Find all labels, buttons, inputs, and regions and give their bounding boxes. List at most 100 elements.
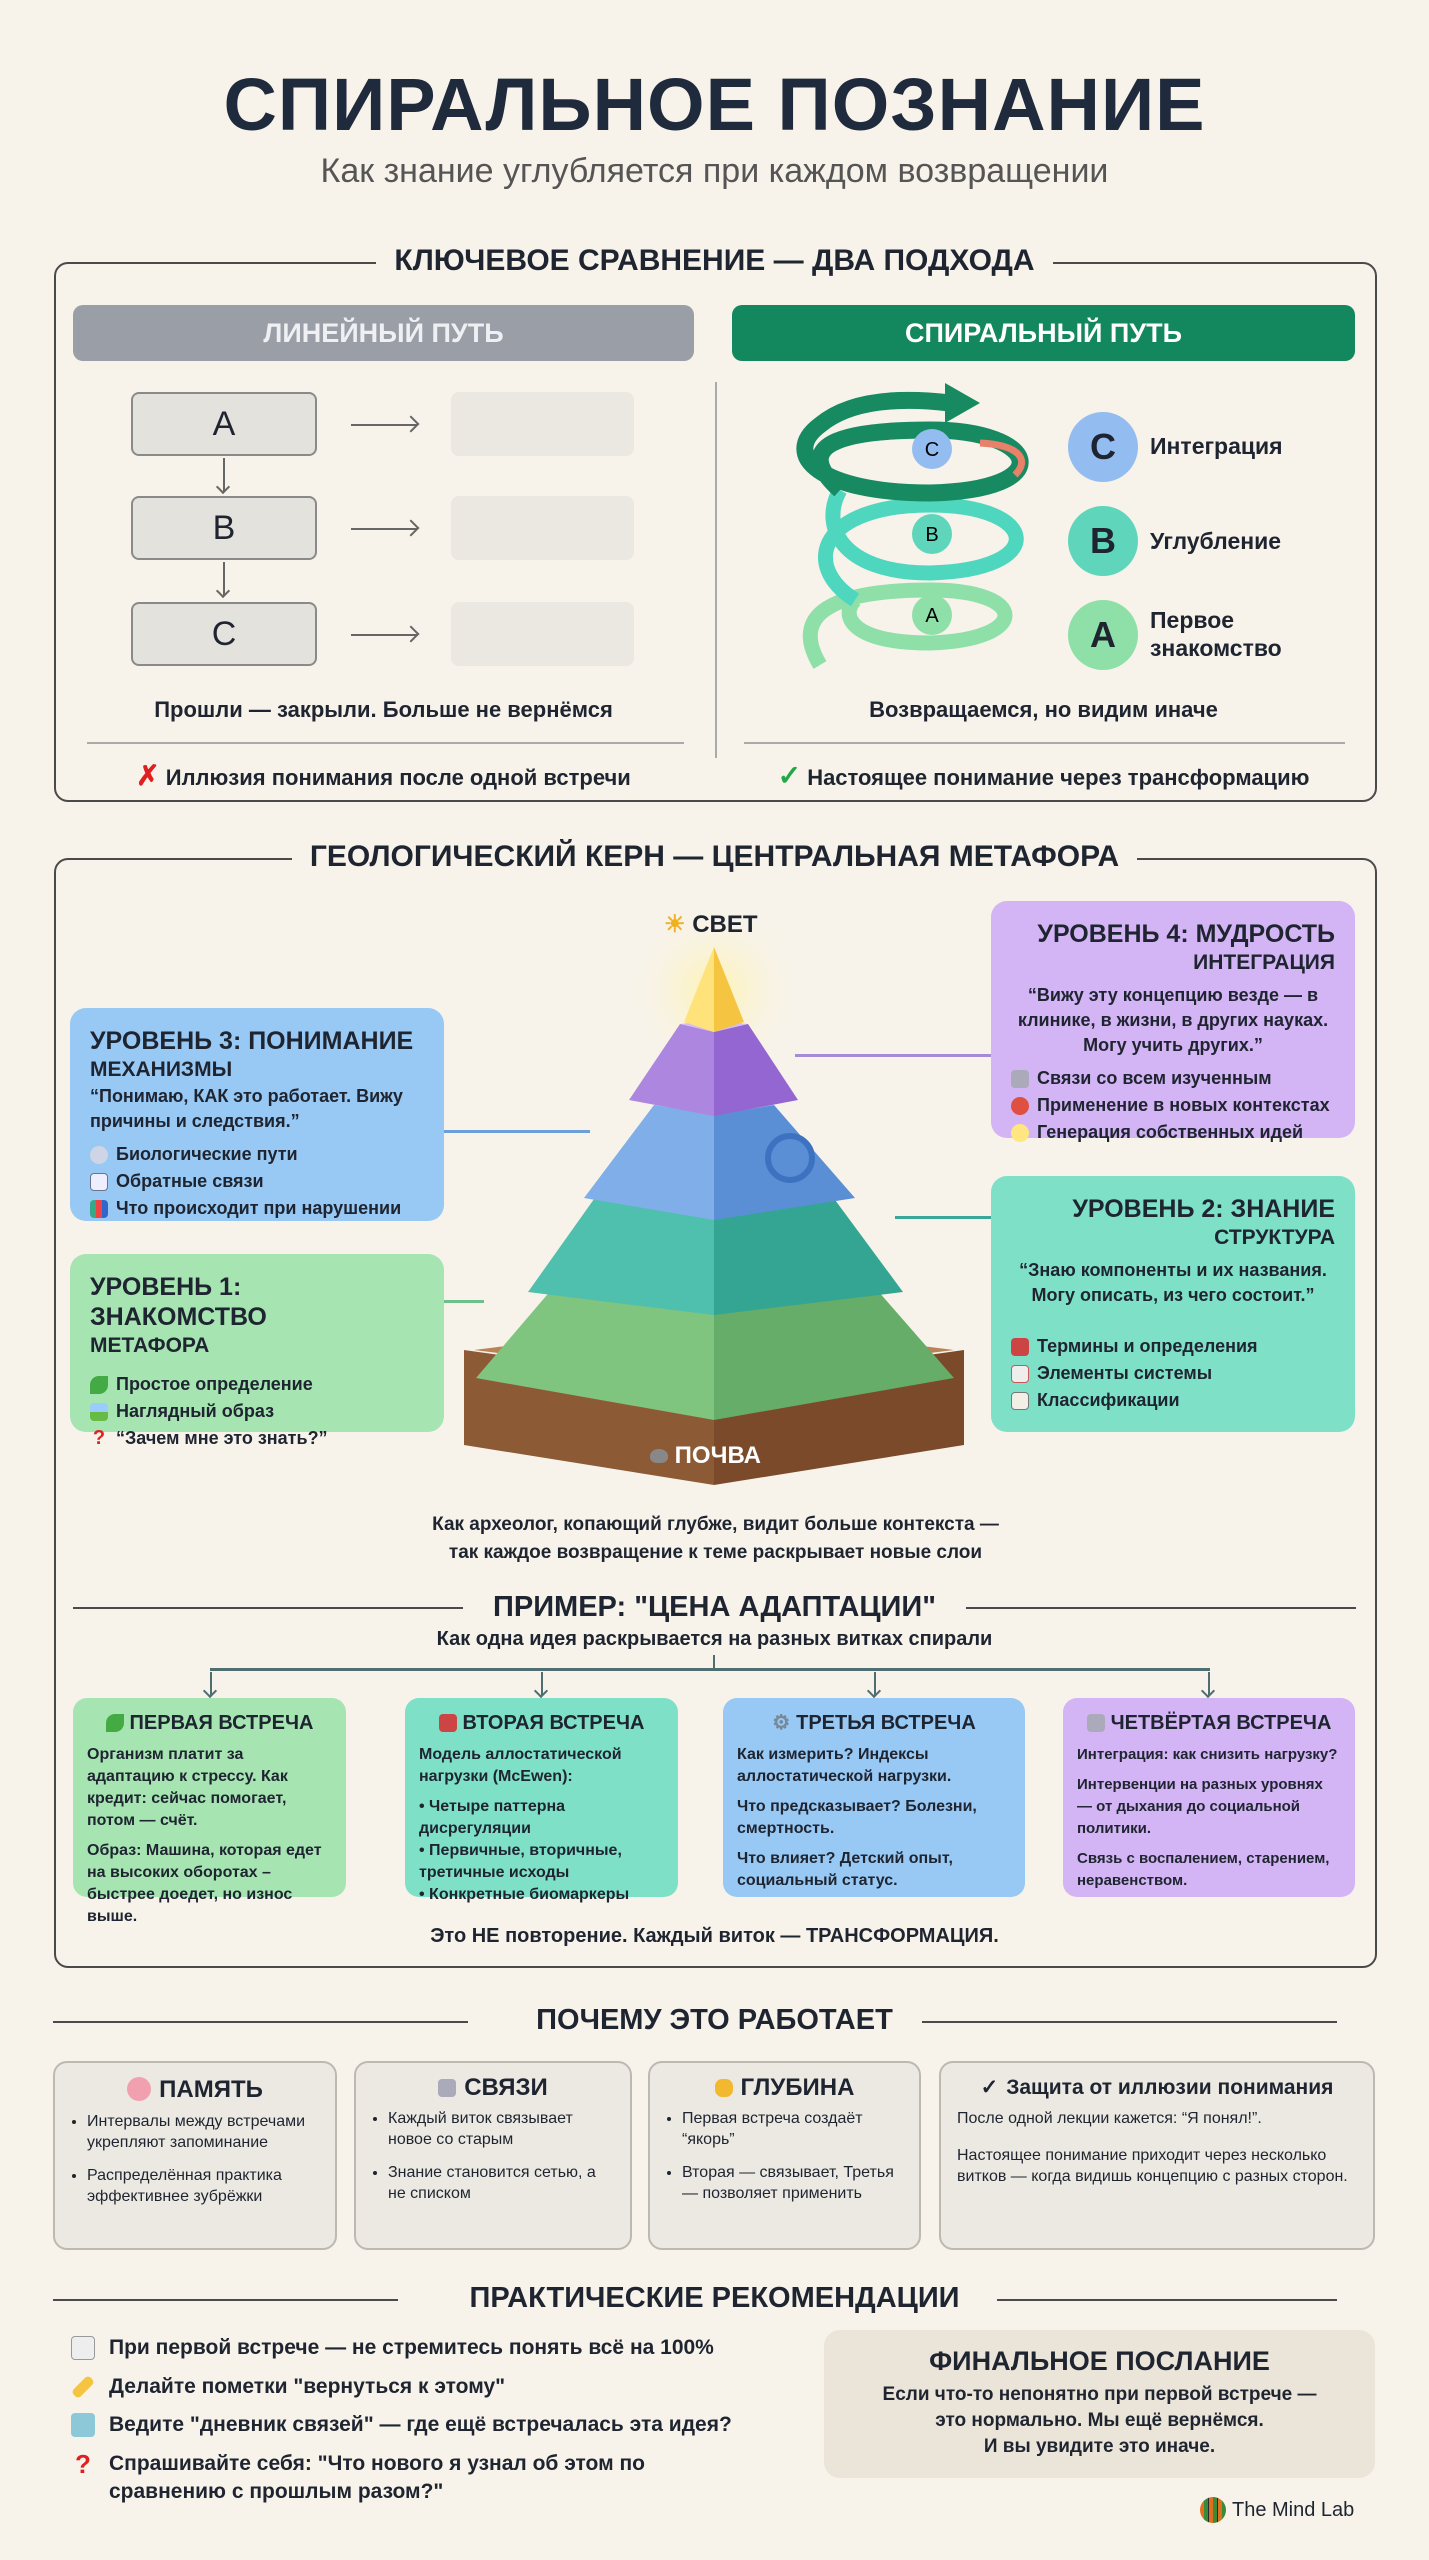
level-item: Генерация собственных идей [1011,1120,1335,1145]
spiral-highlight [979,439,1025,478]
comparison-title: КЛЮЧЕВОЕ СРАВНЕНИЕ — ДВА ПОДХОДА [0,244,1429,278]
linear-path-header: ЛИНЕЙНЫЙ ПУТЬ [73,305,694,361]
level-item: Классификации [1011,1388,1335,1413]
sun-icon: ☀ [664,911,686,938]
level-item: Что происходит при нарушении [90,1196,424,1221]
check-icon: ✓ [980,2076,999,2099]
level-quote: “Знаю компоненты и их названия. Могу опи… [1019,1260,1327,1305]
brand-logo: The Mind Lab [1200,2497,1354,2523]
spiral-point-label: C [925,439,939,461]
divider [966,1607,1356,1609]
page-subtitle: Как знание углубляется при каждом возвра… [320,152,1109,190]
level-4-card: УРОВЕНЬ 4: МУДРОСТЬ ИНТЕГРАЦИЯ “Вижу эту… [991,901,1355,1142]
lightbulb-icon [1011,1123,1029,1142]
cross-icon: ✗ [136,760,160,791]
divider [73,1607,463,1609]
sprout-icon [90,1375,108,1394]
level-title: УРОВЕНЬ 2: ЗНАНИЕ [1072,1195,1335,1223]
example-title: ПРИМЕР: "ЦЕНА АДАПТАЦИИ" [493,1591,936,1623]
layer-2-right-face [714,1185,903,1315]
page-title: СПИРАЛЬНОЕ ПОЗНАНИЕ [223,63,1206,146]
question-icon: ? [92,1427,106,1449]
example-subtitle: Как одна идея раскрывается на разных вит… [436,1628,993,1650]
check-icon: ✓ [777,760,802,791]
spiral-coil-b [818,486,1024,607]
linear-step-a: A [131,392,317,456]
divider [87,742,684,744]
level-title: УРОВЕНЬ 4: МУДРОСТЬ [1037,920,1335,948]
recs-title: ПРАКТИЧЕСКИЕ РЕКОМЕНДАЦИИ [469,2282,960,2314]
link-icon [1011,1069,1029,1088]
rec-item: Делайте пометки "вернуться к этому" [70,2373,505,2401]
connector-arrow [895,1216,991,1219]
spiral-coil-c [796,391,1029,502]
spiral-point-a [912,595,952,635]
sprout-icon [105,1714,124,1732]
level-item: Наглядный образ [90,1399,424,1424]
layer-3-left-face [584,1105,714,1220]
spiral-point-b [912,514,952,554]
level-item: Связи со всем изученным [1011,1066,1335,1091]
gear-icon [765,1133,815,1183]
spiral-illustration: C B A [796,383,1029,669]
spiral-caption: Возвращаемся, но видим иначе [869,697,1218,722]
level-subtitle: СТРУКТУРА [1214,1226,1335,1249]
crystal-left [684,947,714,1032]
brain-icon [127,2077,152,2101]
level-item: Применение в новых контекстах [1011,1093,1335,1118]
spiral-point-label: A [925,605,939,627]
encounter-card-4: ЧЕТВЁРТАЯ ВСТРЕЧА Интеграция: как снизит… [1063,1698,1355,1897]
level-item: Биологические пути [90,1142,424,1167]
rec-item: Ведите "дневник связей" — где ещё встреч… [71,2411,732,2439]
linear-step-b: B [131,496,317,560]
layer-4-right-face [714,1024,798,1116]
target-icon [1011,1096,1029,1115]
spiral-coil-a [802,582,1013,669]
connector-arrow [444,1130,590,1133]
picture-icon [90,1402,108,1421]
right-arrow-icon [351,528,417,530]
level-2-card: УРОВЕНЬ 2: ЗНАНИЕ СТРУКТУРА “Знаю компон… [991,1176,1355,1432]
tree-line [713,1655,715,1670]
divider [922,2021,1337,2023]
connector-arrow [444,1300,484,1303]
empty-box [451,602,634,666]
metaphor-title: ГЕОЛОГИЧЕСКИЙ КЕРН — ЦЕНТРАЛЬНАЯ МЕТАФОР… [0,840,1429,874]
level-3-card: УРОВЕНЬ 3: ПОНИМАНИЕ МЕХАНИЗМЫ “Понимаю,… [70,1008,444,1221]
final-title: ФИНАЛЬНОЕ ПОСЛАНИЕ [929,2346,1270,2376]
linear-caption: Прошли — закрыли. Больше не вернёмся [154,697,613,722]
question-icon: ? [75,2449,91,2479]
vertical-divider [715,382,717,758]
right-arrow-icon [351,634,417,636]
link-icon [1086,1714,1105,1732]
stage-label-b: Углубление [1150,528,1282,554]
brain-logo-icon [1200,2497,1226,2523]
down-arrow-icon [223,458,225,492]
books-icon [1011,1337,1029,1356]
structure-icon [1011,1364,1029,1383]
why-card-memory: ПАМЯТЬ Интервалы между встречами укрепля… [53,2061,337,2250]
level-item: Термины и определения [1011,1334,1335,1359]
arrowhead-icon [945,383,980,423]
stage-badge-b: B [1068,506,1138,576]
down-arrow-icon [541,1672,543,1696]
rec-item: При первой встрече — не стремитесь понят… [71,2334,714,2362]
divider [997,2299,1337,2301]
spiral-point-c [912,429,952,469]
down-arrow-icon [210,1672,212,1696]
gear-icon: ⚙ [772,1712,791,1734]
rec-item: ?Спрашивайте себя: "Что нового я узнал о… [71,2450,751,2506]
spiral-verdict: ✓ Настоящее понимание через трансформаци… [777,760,1310,791]
muscle-icon [714,2078,733,2097]
rock-icon [650,1449,668,1463]
stage-badge-c: C [1068,412,1138,482]
linear-verdict: ✗ Иллюзия понимания после одной встречи [136,760,631,791]
layer-4-left-face [629,1024,714,1116]
final-message-box: ФИНАЛЬНОЕ ПОСЛАНИЕ Если что-то непонятно… [824,2330,1375,2478]
level-item: Простое определение [90,1372,424,1397]
encounter-card-2: ВТОРАЯ ВСТРЕЧА Модель аллостатической на… [405,1698,678,1903]
stage-label-a: Первое знакомство [1150,607,1282,661]
light-label: ☀ СВЕТ [664,911,758,938]
level-quote: “Понимаю, КАК это работает. Вижу причины… [90,1086,403,1131]
connector-arrow [795,1054,991,1057]
